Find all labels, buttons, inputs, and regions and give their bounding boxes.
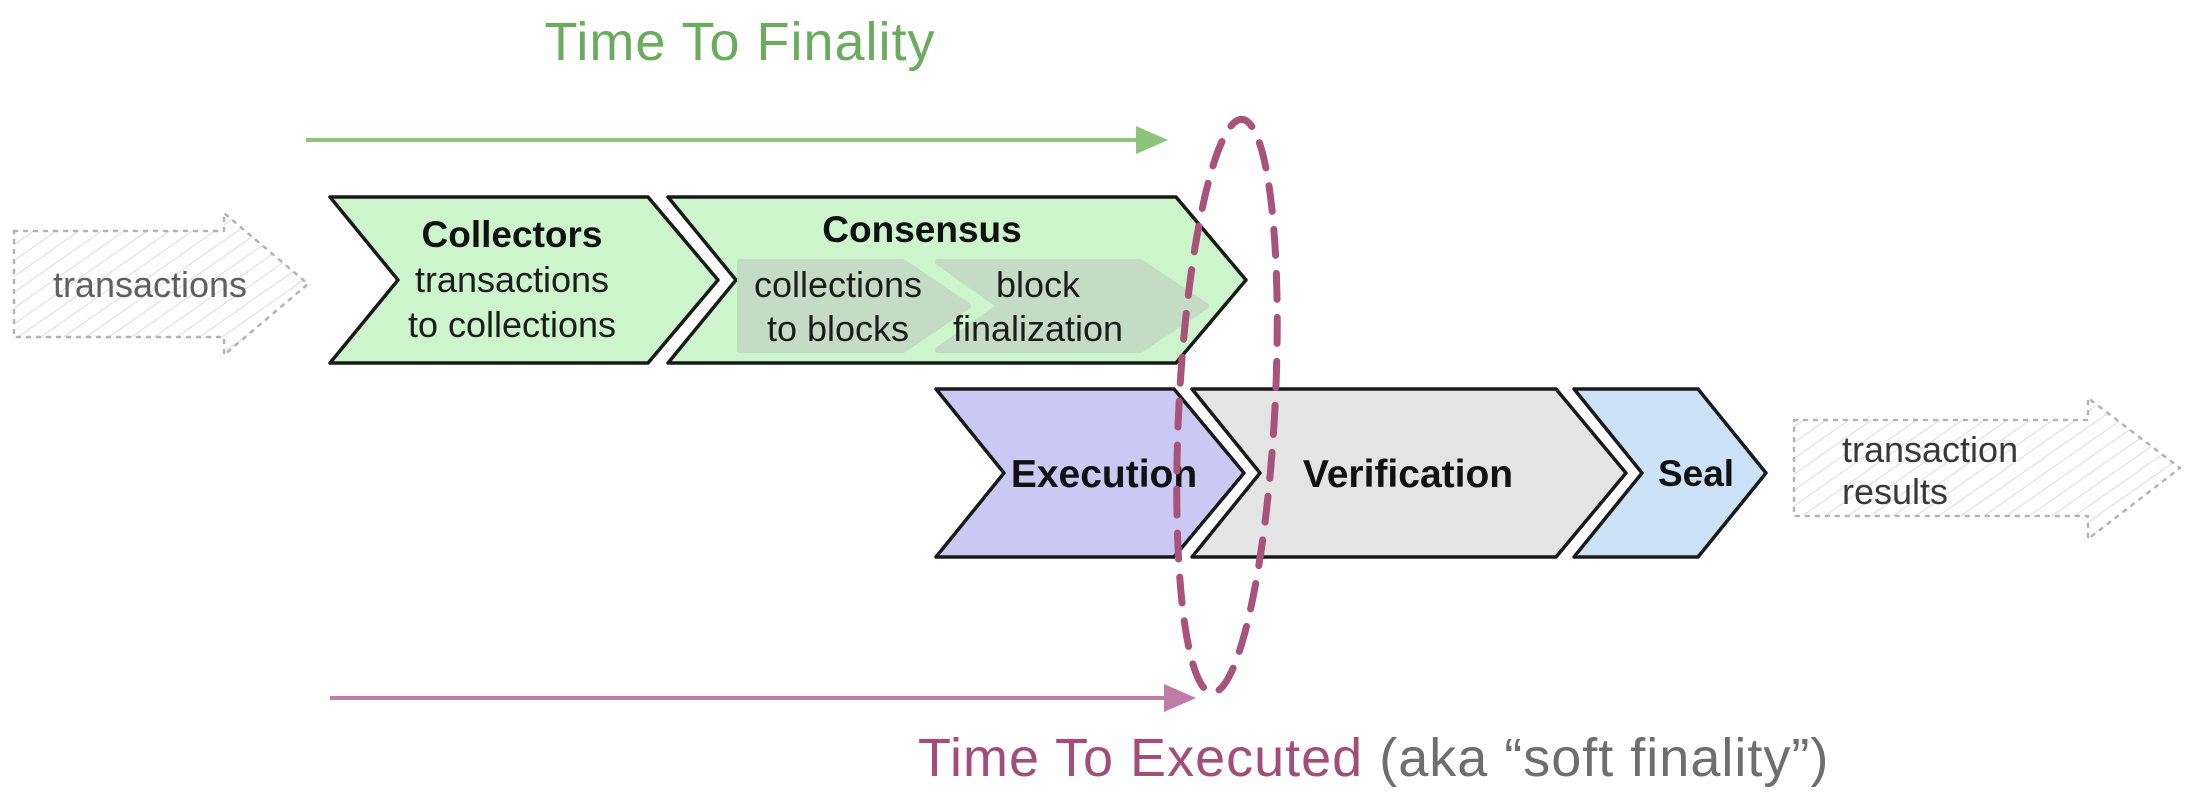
executed-arrow-head-icon xyxy=(1164,684,1196,712)
time-to-finality-label: Time To Finality xyxy=(544,12,935,72)
transactions-arrow-label: transactions xyxy=(53,264,247,305)
collectors-subtitle-line2: to collections xyxy=(408,304,616,345)
collectors-subtitle-line1: transactions xyxy=(415,259,609,300)
time-to-executed-label: Time To Executed (aka “soft finality”) xyxy=(918,728,1829,788)
verification-chevron-icon xyxy=(1190,387,1628,559)
transactions-arrow-shape-icon xyxy=(12,211,310,357)
substep2-line1: block xyxy=(996,264,1081,305)
consensus-title: Consensus xyxy=(822,209,1021,250)
verification-title: Verification xyxy=(1303,453,1513,496)
substep2-chevron-icon xyxy=(935,259,1209,353)
finality-arrow-head-icon xyxy=(1136,126,1168,154)
stage-verification: Verification xyxy=(1190,387,1628,559)
stage-execution: Execution xyxy=(934,387,1246,559)
substep2-line2: finalization xyxy=(953,308,1123,349)
results-arrow-label-line2: results xyxy=(1842,471,1948,512)
time-to-executed-secondary: (aka “soft finality”) xyxy=(1379,728,1829,788)
seal-title: Seal xyxy=(1658,453,1734,494)
time-to-executed-primary: Time To Executed xyxy=(918,728,1363,788)
collectors-title: Collectors xyxy=(422,214,603,255)
stage-consensus: Consensus collections to blocks block fi… xyxy=(666,195,1248,365)
substep1-chevron-icon xyxy=(737,259,971,353)
substep1-line2: to blocks xyxy=(767,308,909,349)
time-to-executed-arrow xyxy=(330,684,1196,712)
time-to-finality-arrow xyxy=(306,126,1168,154)
consensus-substep-block-finalization: block finalization xyxy=(935,259,1209,353)
collectors-chevron-icon xyxy=(328,195,720,365)
stage-collectors: Collectors transactions to collections xyxy=(328,195,720,365)
substep1-line1: collections xyxy=(754,264,922,305)
results-arrow-label-line1: transaction xyxy=(1842,429,2018,470)
stage-seal: Seal xyxy=(1572,387,1768,559)
transactions-input-arrow: transactions xyxy=(12,211,310,357)
results-arrow-shape-icon xyxy=(1792,396,2182,541)
soft-finality-ellipse-icon xyxy=(1173,115,1281,697)
seal-chevron-icon xyxy=(1572,387,1768,559)
execution-chevron-icon xyxy=(934,387,1246,559)
transaction-results-output-arrow: transaction results xyxy=(1792,396,2182,541)
consensus-substep-collections-to-blocks: collections to blocks xyxy=(737,259,971,353)
execution-title: Execution xyxy=(1011,453,1197,496)
